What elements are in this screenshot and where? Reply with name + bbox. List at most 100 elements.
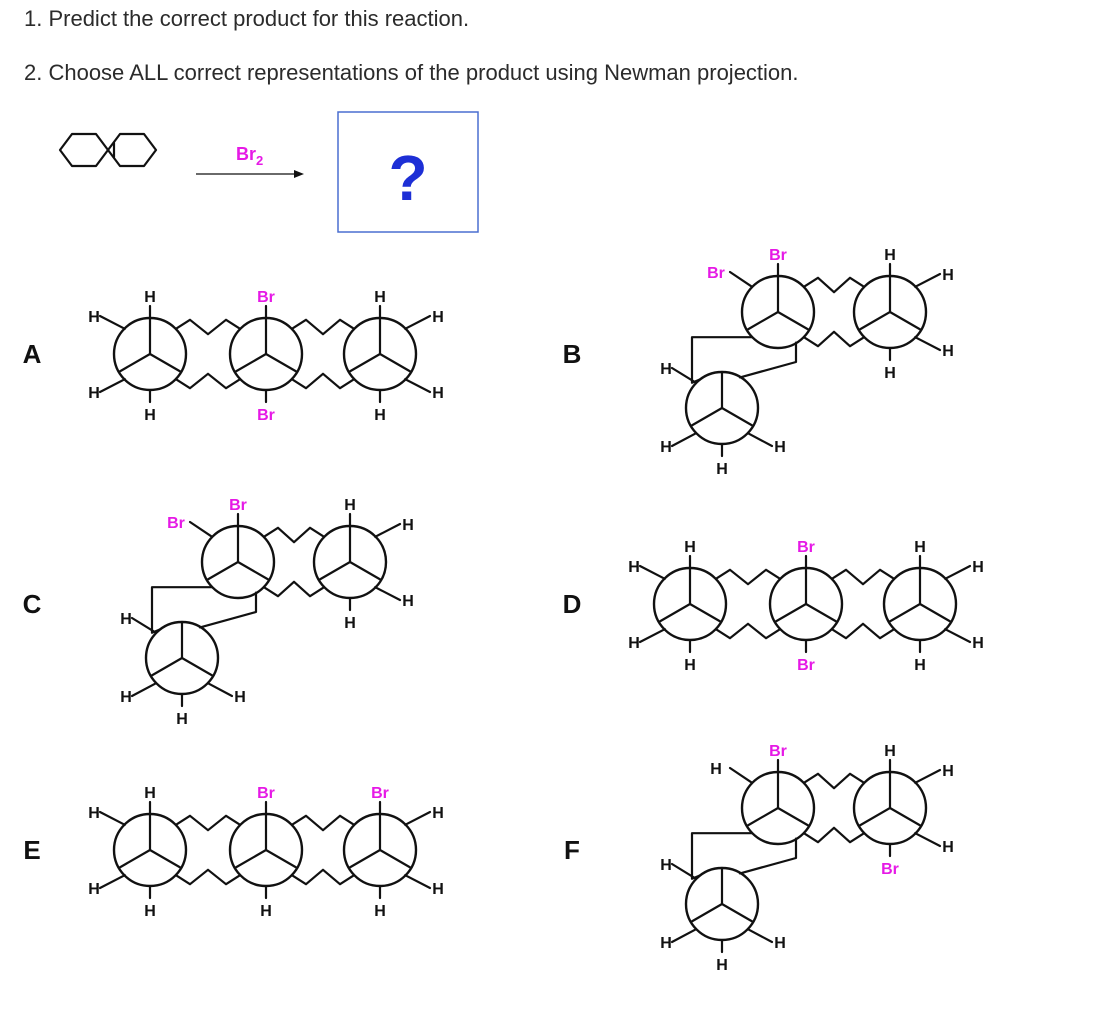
substituent-h-label: H [374,289,386,306]
ring-bond [174,372,242,390]
front-bond-lower-right [720,406,755,428]
product-answer-box[interactable] [337,111,479,233]
substituent-br-label: Br [797,539,815,556]
newman-projection-3 [144,620,220,696]
bond-line [98,874,126,890]
substituent-h-label: H [660,439,672,456]
substituent-h-label: H [660,361,672,378]
ring-bond [174,868,242,886]
bond-line [914,832,942,848]
substituent-br-label: Br [707,265,725,282]
front-bond-lower-left [745,310,780,332]
substituent-h-label: H [120,611,132,628]
ring-bond [802,330,866,348]
bond-line [914,336,942,352]
front-bond-lower-left [887,602,922,624]
substituent-h-label: H [774,935,786,952]
ring-bond [290,814,356,832]
ring-bond [802,826,866,844]
substituent-h-label: H [88,881,100,898]
ring-bond [290,318,356,336]
front-bond-lower-right [688,602,723,624]
ring-bond [174,814,242,832]
substituent-h-label: H [914,539,926,556]
substituent-h-label: H [374,903,386,920]
substituent-h-label: H [432,881,444,898]
substituent-h-label: H [374,407,386,424]
product-question-mark: ? [388,142,427,214]
front-bond-lower-left [347,848,382,870]
front-bond-lower-right [148,848,183,870]
substituent-h-label: H [660,857,672,874]
substituent-h-label: H [716,957,728,974]
newman-projection-3 [684,866,760,942]
front-bond-lower-right [776,310,811,332]
substituent-h-label: H [972,635,984,652]
front-bond-lower-left [205,560,240,582]
substituent-h-label: H [942,763,954,780]
bond-line [98,378,126,394]
bond-line [98,810,126,826]
substituent-br-label: Br [371,785,389,802]
substituent-h-label: H [716,461,728,478]
bond-line [728,270,754,288]
substituent-h-label: H [144,903,156,920]
substituent-h-label: H [432,309,444,326]
ring-bond [690,832,754,880]
ring-bond [262,580,326,598]
substituent-br-label: Br [797,657,815,674]
ring-bond [150,586,214,634]
front-bond-lower-left [233,848,268,870]
substituent-h-label: H [710,761,722,778]
bond-line [944,564,972,580]
ring-bond [290,868,356,886]
front-bond-lower-right [804,602,839,624]
front-bond-lower-right [378,848,413,870]
front-bond-lower-right [776,806,811,828]
front-bond-lower-right [264,352,299,374]
front-bond-lower-right [918,602,953,624]
ring-bond [738,837,798,875]
bond-line [130,682,158,698]
newman-projection-3 [882,566,958,642]
substituent-h-label: H [628,559,640,576]
front-bond-lower-right [264,848,299,870]
substituent-h-label: H [402,593,414,610]
front-bond-lower-left [689,406,724,428]
substituent-h-label: H [344,497,356,514]
front-bond-lower-left [689,902,724,924]
bond-line [670,862,698,880]
bond-line [98,314,126,330]
substituent-h-label: H [432,385,444,402]
substituent-h-label: H [942,343,954,360]
option-letter: A [23,339,42,369]
front-bond-lower-right [148,352,183,374]
substituent-h-label: H [914,657,926,674]
bond-line [670,366,698,384]
ring-bond [830,622,896,640]
bond-line [206,682,234,698]
front-bond-lower-left [773,602,808,624]
substituent-h-label: H [774,439,786,456]
front-bond-lower-right [180,656,215,678]
front-bond-lower-right [720,902,755,924]
front-bond-lower-right [888,806,923,828]
bond-line [404,378,432,394]
substituent-h-label: H [942,839,954,856]
front-bond-lower-left [857,806,892,828]
ring-bond [738,341,798,379]
substituent-h-label: H [628,635,640,652]
bond-line [404,314,432,330]
ring-bond [714,568,782,586]
front-bond-lower-left [149,656,184,678]
substituent-br-label: Br [257,407,275,424]
substituent-br-label: Br [769,743,787,760]
bond-line [404,810,432,826]
